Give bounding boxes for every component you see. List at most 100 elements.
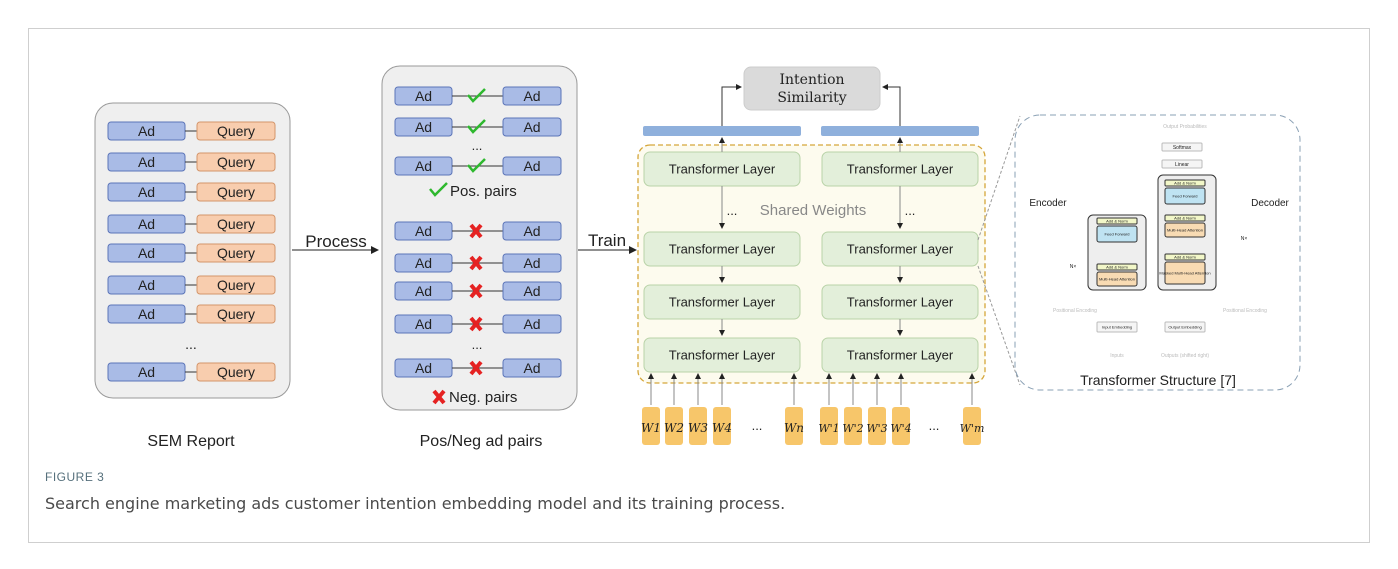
intention-similarity-box — [743, 66, 881, 111]
ad-box — [502, 281, 562, 301]
ad-box — [502, 253, 562, 273]
connector — [977, 115, 1021, 241]
add-norm-label: Add & Norm — [1174, 215, 1196, 220]
cross-icon — [469, 283, 483, 299]
inputs: Inputs — [1110, 353, 1124, 359]
ad-box-label: Ad — [415, 255, 432, 271]
add-norm-label: Add & Norm — [1174, 254, 1196, 259]
ad-box — [502, 156, 562, 176]
inset-title: Transformer Structure [7] — [1080, 372, 1236, 388]
query-box — [196, 214, 276, 234]
token-label: W'2 — [842, 422, 863, 435]
feed-forward — [1096, 225, 1138, 243]
token-label: Wn — [784, 421, 804, 435]
ad-box-label: Ad — [138, 184, 155, 200]
query-box — [196, 304, 276, 324]
ad-box-label: Ad — [523, 158, 540, 174]
ad-box — [502, 358, 562, 378]
token-label: W'3 — [866, 422, 887, 435]
token-label: W'1 — [818, 422, 839, 435]
ad-box — [502, 221, 562, 241]
mha-label: Multi-Head Attention — [1167, 227, 1203, 232]
ellipsis: ... — [929, 418, 940, 433]
ad-box-label: Ad — [523, 360, 540, 376]
query-box-label: Query — [217, 306, 255, 322]
token-label: W'm — [960, 422, 985, 435]
ellipsis: ... — [185, 336, 197, 352]
token-label: W'4 — [890, 422, 911, 435]
token-box — [892, 407, 910, 445]
cross-icon — [469, 255, 483, 271]
ad-box-label: Ad — [415, 88, 432, 104]
token-box — [785, 407, 803, 445]
ad-box-label: Ad — [523, 119, 540, 135]
connector — [721, 84, 742, 126]
transformer-layer-label: Transformer Layer — [847, 242, 954, 257]
ad-box-label: Ad — [523, 316, 540, 332]
mha-label: Multi-Head Attention — [1099, 276, 1135, 281]
ad-box-label: Ad — [138, 123, 155, 139]
embedding-bar — [821, 126, 979, 136]
softmax-box-label: Softmax — [1173, 145, 1192, 151]
query-box-label: Query — [217, 216, 255, 232]
query-box — [196, 121, 276, 141]
sem-report-panel — [94, 102, 291, 399]
output-emb-label: Output Embedding — [1168, 324, 1201, 329]
input-emb-label: Input Embedding — [1102, 324, 1132, 329]
ad-box-label: Ad — [415, 158, 432, 174]
masked-mha-label: Masked Multi-Head Attention — [1159, 270, 1210, 275]
cross-icon — [469, 316, 483, 332]
output-line2: Similarity — [777, 90, 846, 106]
pos-enc: Positional Encoding — [1223, 308, 1267, 314]
token-box — [689, 407, 707, 445]
figure-caption: Search engine marketing ads customer int… — [45, 494, 786, 513]
token-box — [963, 407, 981, 445]
transformer-layer — [643, 337, 801, 373]
ad-box-label: Ad — [523, 88, 540, 104]
decoder-label: Decoder — [1251, 198, 1289, 209]
cross-icon — [469, 223, 483, 239]
ellipsis: ... — [727, 203, 738, 218]
token-box — [713, 407, 731, 445]
add-norm — [1164, 253, 1206, 261]
pos-enc: Positional Encoding — [1053, 308, 1097, 314]
shared-weights-label: Shared Weights — [760, 202, 866, 219]
ad-box-label: Ad — [523, 223, 540, 239]
token-label: W2 — [664, 421, 684, 435]
add-norm — [1164, 214, 1206, 222]
neg-pairs-label: Neg. pairs — [449, 389, 517, 406]
token-label: W4 — [712, 421, 732, 435]
cross-icon — [432, 389, 446, 405]
ad-box-label: Ad — [138, 245, 155, 261]
check-icon — [467, 119, 486, 134]
ad-box-label: Ad — [415, 223, 432, 239]
feed-forward-label: Feed Forward — [1173, 193, 1198, 198]
add-norm-label: Add & Norm — [1174, 180, 1196, 185]
connector — [977, 265, 1021, 386]
ad-box-label: Ad — [415, 316, 432, 332]
transformer-layer-label: Transformer Layer — [847, 295, 954, 310]
ellipsis: ... — [905, 203, 916, 218]
transformer-layer — [821, 337, 979, 373]
query-box — [196, 275, 276, 295]
ad-box-label: Ad — [523, 283, 540, 299]
output-line1: Intention — [779, 72, 844, 88]
ad-box-label: Ad — [138, 154, 155, 170]
encoder-label: Encoder — [1029, 198, 1067, 209]
query-box-label: Query — [217, 184, 255, 200]
connector — [882, 84, 901, 126]
pairs-label: Pos/Neg ad pairs — [420, 433, 543, 450]
ellipsis: ... — [752, 418, 763, 433]
query-box — [196, 243, 276, 263]
mha — [1164, 222, 1206, 238]
masked-mha — [1164, 261, 1206, 285]
softmax-box — [1161, 142, 1203, 152]
ad-box — [502, 117, 562, 137]
add-norm — [1164, 179, 1206, 187]
cross-icon — [469, 360, 483, 376]
transformer-layer-label: Transformer Layer — [669, 162, 776, 177]
embedding-bar — [643, 126, 801, 136]
shared-weights-region — [637, 144, 986, 384]
token-label: W1 — [641, 421, 661, 435]
query-box-label: Query — [217, 123, 255, 139]
